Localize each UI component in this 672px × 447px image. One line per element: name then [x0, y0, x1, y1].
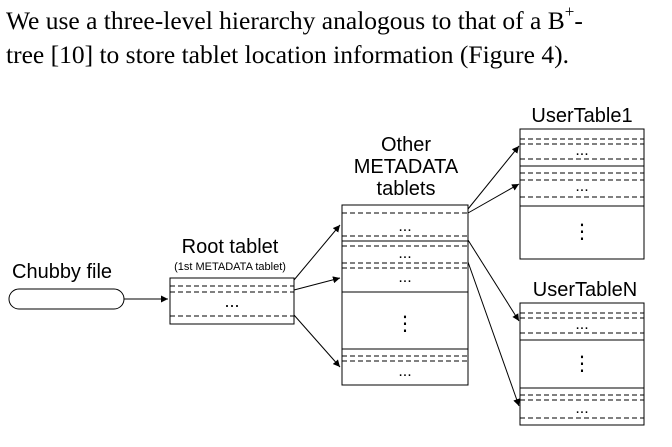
- metadata-title-line-2: METADATA: [354, 156, 459, 178]
- root-to-metadata-arrow-2: [293, 276, 341, 291]
- usertablen-ellipsis-2: ...: [575, 400, 588, 417]
- metadata-title-line-1: Other: [381, 134, 431, 156]
- usertablen: ... ⋮ ...: [519, 302, 645, 426]
- root-tablet-title: Root tablet: [182, 236, 279, 258]
- usertable1-ellipsis-1: ...: [575, 142, 588, 159]
- usertable1: ... ... ⋮: [519, 128, 645, 260]
- metadata-to-usertablen-arrow-1: [467, 239, 520, 322]
- root-to-metadata-arrow-3: [293, 314, 341, 368]
- metadata-tablet-2-ellipsis-b: ...: [398, 269, 411, 286]
- metadata-title-line-3: tablets: [377, 178, 436, 200]
- usertable1-vertical-ellipsis: ⋮: [572, 221, 592, 243]
- chubby-file-label: Chubby file: [12, 261, 112, 283]
- usertable1-ellipsis-2: ...: [575, 178, 588, 195]
- chubby-file-node: [8, 288, 125, 310]
- usertablen-title: UserTableN: [533, 279, 637, 301]
- metadata-to-usertable1-arrow-1: [467, 145, 520, 210]
- metadata-last-tablet-ellipsis: ...: [398, 363, 411, 380]
- metadata-tablet-1-ellipsis: ...: [398, 218, 411, 235]
- metadata-to-usertable1-arrow-2: [467, 183, 520, 214]
- paragraph-line-1: We use a three-level hierarchy analogous…: [6, 1, 583, 36]
- root-tablet-ellipsis: ...: [224, 291, 239, 311]
- root-tablet: ...: [169, 277, 295, 325]
- usertable1-title: UserTable1: [531, 105, 632, 127]
- root-tablet-subtitle: (1st METADATA tablet): [174, 261, 286, 273]
- metadata-tablet-2-ellipsis-a: ...: [398, 245, 411, 262]
- usertablen-vertical-ellipsis: ⋮: [572, 353, 592, 375]
- superscript-plus: +: [564, 1, 575, 21]
- root-to-metadata-arrow-1: [293, 224, 341, 281]
- paragraph: We use a three-level hierarchy analogous…: [6, 1, 666, 72]
- paragraph-line-2: tree [10] to store tablet location infor…: [6, 40, 569, 69]
- metadata-to-usertablen-arrow-2: [467, 261, 520, 407]
- usertablen-ellipsis-1: ...: [575, 316, 588, 333]
- metadata-vertical-ellipsis: ⋮: [395, 313, 415, 335]
- metadata-tablets: ... ... ... ⋮ ...: [341, 204, 469, 386]
